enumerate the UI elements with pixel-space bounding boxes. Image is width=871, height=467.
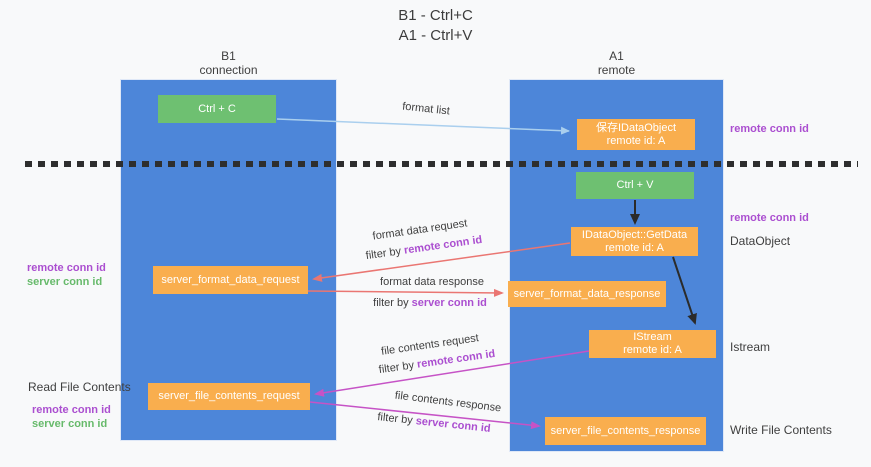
node-server-file-contents-request: server_file_contents_request: [148, 383, 310, 410]
node-idataobject-getdata: IDataObject::GetData remote id: A: [571, 227, 698, 256]
node-ctrl-v: Ctrl + V: [576, 172, 694, 199]
filter-by-text-3: filter by: [378, 359, 415, 377]
filter-by-text-2: filter by: [373, 297, 409, 309]
left-server-conn-id-2: server conn id: [32, 418, 108, 430]
node-ctrl-c-label: Ctrl + C: [198, 102, 236, 115]
filter-by-text-1: filter by: [365, 245, 402, 263]
node-format-response-label: server_format_data_response: [513, 287, 661, 300]
left-remote-conn-id-1: remote conn id: [27, 262, 106, 274]
column-a1-name: A1: [609, 49, 624, 63]
annotation-conn-ids-file: remote conn id server conn id: [32, 403, 111, 431]
node-ctrl-v-label: Ctrl + V: [616, 179, 654, 191]
node-getdata-line2: remote id: A: [605, 241, 664, 254]
node-format-request-label: server_format_data_request: [161, 273, 300, 286]
label-filter-server-1: filter by server conn id: [373, 297, 487, 309]
annotation-istream: Istream: [730, 340, 771, 354]
column-b1-role: connection: [199, 63, 258, 77]
annotation-write-file-contents: Write File Contents: [730, 423, 832, 437]
filter-by-text-4: filter by: [376, 411, 414, 427]
node-ctrl-c: Ctrl + C: [158, 95, 276, 123]
label-format-data-response: format data response: [380, 276, 484, 288]
annotation-read-file-contents: Read File Contents: [28, 380, 131, 394]
annotation-remote-conn-id-mid: remote conn id: [730, 212, 809, 224]
column-b1-name: B1: [221, 49, 236, 63]
keyword-server-conn-id-1: server conn id: [411, 297, 487, 309]
column-header-b1: B1 connection: [120, 49, 337, 77]
node-save-idataobject-line2: remote id: A: [606, 134, 666, 147]
node-server-format-data-request: server_format_data_request: [153, 266, 308, 294]
left-server-conn-id-1: server conn id: [27, 276, 103, 288]
node-istream: IStream remote id: A: [589, 330, 716, 358]
label-format-list: format list: [401, 100, 451, 118]
node-save-idataobject: 保存IDataObject remote id: A: [577, 119, 695, 150]
node-server-format-data-response: server_format_data_response: [508, 281, 666, 307]
node-getdata-line1: IDataObject::GetData: [581, 228, 688, 241]
title-line-2: A1 - Ctrl+V: [398, 27, 473, 44]
arrow-format-data-response: [307, 288, 504, 297]
annotation-conn-ids-format: remote conn id server conn id: [27, 261, 106, 289]
lifeline-b1-connection: [120, 79, 337, 441]
label-filter-server-2: filter by server conn id: [377, 411, 491, 435]
node-istream-line1: IStream: [633, 331, 672, 343]
keyword-remote-conn-id-1: remote conn id: [403, 233, 483, 257]
diagram-title: B1 - Ctrl+C A1 - Ctrl+V: [0, 6, 871, 46]
column-a1-role: remote: [597, 63, 636, 77]
column-header-a1: A1 remote: [509, 49, 724, 77]
node-file-request-label: server_file_contents_request: [158, 390, 300, 402]
annotation-dataobject: DataObject: [730, 234, 791, 248]
keyword-server-conn-id-2: server conn id: [415, 415, 492, 435]
label-file-contents-response: file contents response: [394, 389, 502, 415]
node-server-file-contents-response: server_file_contents_response: [545, 417, 706, 445]
left-remote-conn-id-2: remote conn id: [32, 404, 111, 416]
title-line-1: B1 - Ctrl+C: [398, 7, 473, 24]
node-istream-line2: remote id: A: [623, 344, 682, 356]
dashed-divider: [25, 161, 858, 167]
node-file-response-label: server_file_contents_response: [550, 424, 701, 437]
annotation-remote-conn-id-top: remote conn id: [730, 123, 809, 135]
node-save-idataobject-line1: 保存IDataObject: [595, 121, 677, 134]
